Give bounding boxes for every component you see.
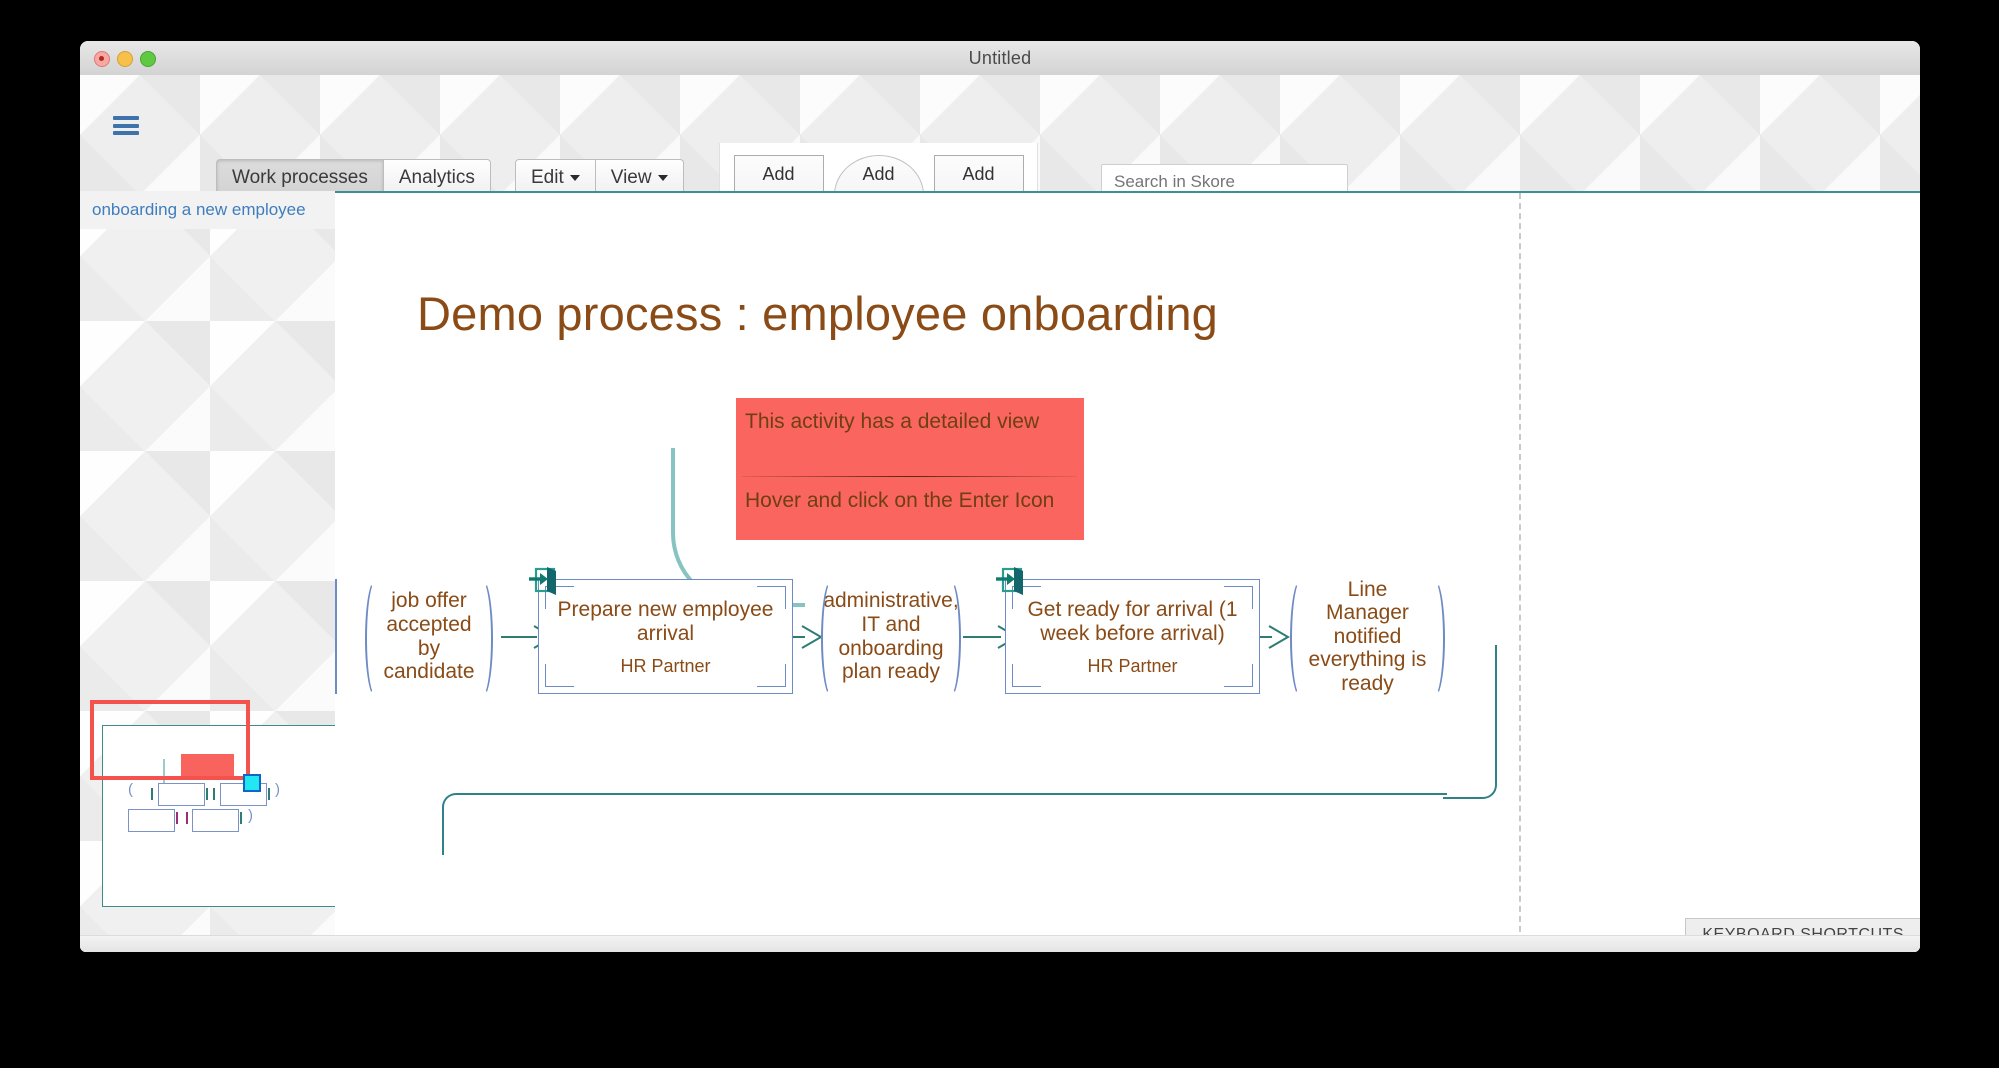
- whatbox-corner: [757, 586, 786, 609]
- note-line-1: This activity has a detailed view: [745, 410, 1040, 433]
- whatbox-corner: [1224, 664, 1253, 687]
- process-title[interactable]: Demo process : employee onboarding: [417, 287, 1219, 340]
- add-whatbox-line1: Add: [762, 163, 795, 184]
- whatbox-corner: [1012, 664, 1041, 687]
- whatbox-corner: [757, 664, 786, 687]
- main-toolbar: Work processes Analytics Edit View Add W…: [80, 75, 1920, 191]
- chevron-down-icon: [569, 174, 580, 181]
- whatbox-get-ready-arrival[interactable]: Get ready for arrival (1 week before arr…: [996, 567, 1260, 694]
- flow-left-edge-line: [335, 579, 337, 694]
- tab-work-processes[interactable]: Work processes: [216, 159, 384, 191]
- note-divider: [742, 476, 1077, 477]
- minimap-arrow: [186, 812, 188, 824]
- primary-nav-tabs: Work processes Analytics: [216, 159, 491, 191]
- flow-tail-connector: [1443, 645, 1497, 799]
- whybox-admin-plan-ready[interactable]: administrative, IT and onboarding plan r…: [821, 579, 961, 698]
- menu-view[interactable]: View: [595, 159, 684, 191]
- minimap-arrow: [206, 788, 208, 800]
- edit-view-menu-group: Edit View: [515, 159, 684, 191]
- whybox-left-bracket: [365, 579, 383, 698]
- whybox-right-bracket: [943, 579, 961, 698]
- whybox-label: administrative, IT and onboarding plan r…: [823, 589, 959, 684]
- flow-return-connector: [442, 793, 1447, 855]
- window-bottom-bar: [80, 935, 1920, 952]
- flow-arrow: [963, 636, 1001, 638]
- flow-arrow: [1260, 636, 1272, 638]
- annotation-note[interactable]: This activity has a detailed view Hover …: [736, 398, 1084, 540]
- minimap-resize-handle[interactable]: [243, 774, 261, 792]
- minimap-whybox-shape: ): [275, 781, 280, 798]
- whybox-label: Line Manager notified everything is read…: [1308, 577, 1427, 695]
- whatbox-title: Prepare new employee arrival: [557, 598, 774, 645]
- menu-edit-label: Edit: [531, 167, 564, 188]
- minimap-thumbnail[interactable]: ( ) ): [90, 700, 335, 907]
- chevron-down-icon: [657, 174, 668, 181]
- add-note-button[interactable]: Add Note: [933, 154, 1024, 191]
- minimap-whatbox-shape: [192, 809, 239, 832]
- whatbox-title: Get ready for arrival (1 week before arr…: [1027, 598, 1238, 645]
- whybox-left-bracket: [1290, 579, 1308, 698]
- breadcrumb-bar: onboarding a new employee: [80, 191, 335, 229]
- minimap-whatbox-shape: [158, 783, 205, 806]
- breadcrumb[interactable]: onboarding a new employee: [92, 200, 306, 219]
- search-input[interactable]: [1101, 164, 1348, 191]
- add-whatbox-button[interactable]: Add Whatbox: [733, 154, 824, 191]
- add-element-panel: Add Whatbox Add Whybox Add Note: [719, 143, 1038, 191]
- minimap-whybox-shape: (: [128, 781, 133, 798]
- menu-edit[interactable]: Edit: [515, 159, 596, 191]
- minimap-arrow: [176, 812, 178, 824]
- window-title: Untitled: [968, 48, 1032, 68]
- minimap-arrow: [151, 788, 153, 800]
- whybox-right-bracket: [475, 579, 493, 698]
- application-window: Untitled Work processes Analytics Edit V…: [80, 41, 1920, 952]
- minimap-note-shape: [181, 754, 234, 777]
- window-titlebar: Untitled: [80, 41, 1920, 76]
- tab-analytics[interactable]: Analytics: [383, 159, 491, 191]
- minimap-whybox-shape: ): [248, 807, 253, 824]
- whybox-left-bracket: [821, 579, 839, 698]
- minimap-whatbox-shape: [128, 809, 175, 832]
- minimap-arrow: [268, 788, 270, 800]
- enter-door-icon[interactable]: [528, 567, 562, 597]
- add-note-line1: Add: [962, 163, 995, 184]
- minimap-arrow: [240, 812, 242, 824]
- whatbox-corner: [1224, 586, 1253, 609]
- window-maximize-button[interactable]: [140, 51, 156, 67]
- minimap-viewport-rectangle[interactable]: [90, 700, 250, 780]
- note-line-2: Hover and click on the Enter Icon: [745, 489, 1055, 512]
- enter-door-icon[interactable]: [995, 567, 1029, 597]
- minimap-arrow: [213, 788, 215, 800]
- process-canvas[interactable]: Demo process : employee onboarding This …: [335, 191, 1920, 952]
- whatbox-corner: [545, 586, 574, 609]
- window-close-button[interactable]: [94, 51, 110, 67]
- hamburger-menu-icon[interactable]: [113, 116, 139, 135]
- page-break-guide: [1519, 193, 1521, 952]
- flow-arrowhead-icon: [1268, 625, 1290, 649]
- whybox-right-bracket: [1427, 579, 1445, 698]
- whybox-job-offer[interactable]: job offer accepted by candidate: [365, 579, 493, 698]
- whatbox-corner: [545, 664, 574, 687]
- add-whybox-button[interactable]: Add Whybox: [833, 154, 924, 191]
- whatbox-role: HR Partner: [620, 656, 711, 676]
- whybox-line-manager-notified[interactable]: Line Manager notified everything is read…: [1290, 577, 1445, 698]
- flow-arrow: [793, 636, 805, 638]
- whatbox-prepare-arrival[interactable]: Prepare new employee arrival HR Partner: [529, 567, 793, 694]
- whatbox-role: HR Partner: [1087, 656, 1178, 676]
- left-sidebar: onboarding a new employee ( ) ): [80, 191, 335, 952]
- whybox-label: job offer accepted by candidate: [383, 589, 475, 684]
- whatbox-corner: [1012, 586, 1041, 609]
- window-minimize-button[interactable]: [117, 51, 133, 67]
- flow-arrow: [501, 636, 537, 638]
- menu-view-label: View: [610, 167, 652, 188]
- add-whybox-line1: Add: [862, 163, 895, 184]
